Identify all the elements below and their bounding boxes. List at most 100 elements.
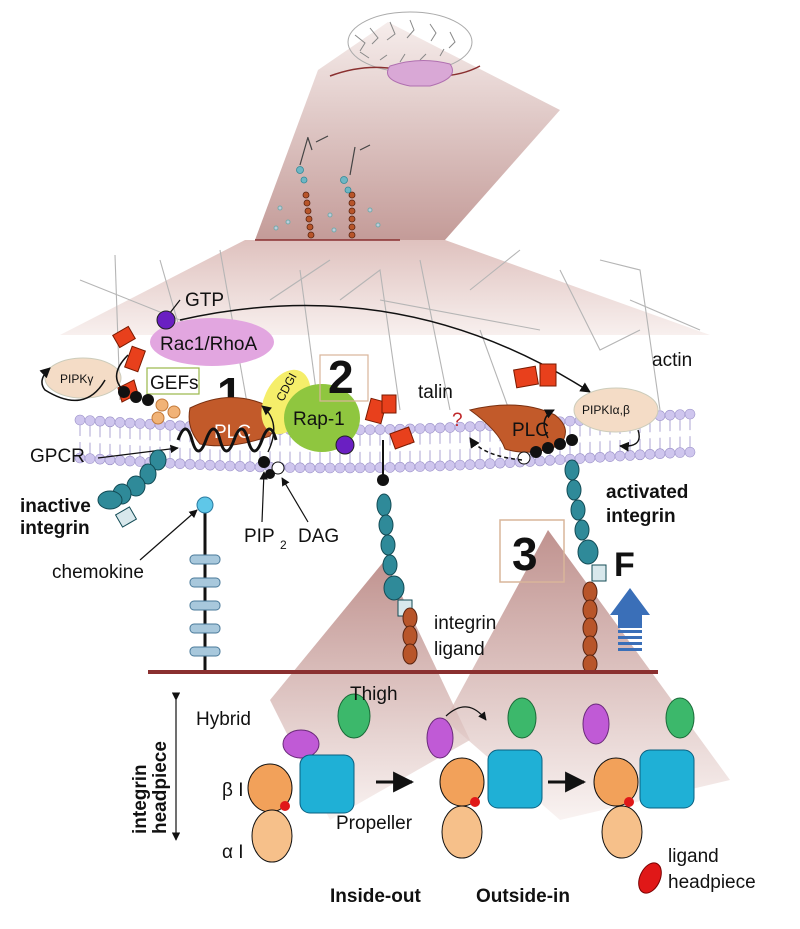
inside-out-label: Inside-out [330, 886, 421, 907]
lipid-head [584, 452, 596, 464]
rap-label: Rap-1 [293, 409, 345, 430]
pipk-curl-arrow-icon [619, 429, 640, 452]
activated-integrin [564, 459, 607, 674]
lipid-head [204, 459, 216, 471]
lipid-head [684, 408, 696, 420]
lipid-head [174, 458, 186, 470]
thigh-label: Thigh [350, 684, 398, 705]
lipid-head [664, 447, 676, 459]
lipid-head [294, 462, 306, 474]
step-3-box [499, 519, 565, 583]
lipid-head [234, 461, 246, 472]
lipid-head [654, 448, 666, 460]
talin-middle [364, 394, 415, 450]
lipid-head [364, 424, 376, 436]
gtp-label: GTP [185, 290, 224, 311]
lipid-head [474, 420, 486, 432]
lipid-head [334, 462, 346, 474]
lipid-head [594, 451, 606, 463]
lipid-head [444, 460, 456, 471]
integrin-ligand-label-2: ligand [434, 639, 485, 660]
integrin-ligand-label-1: integrin [434, 613, 496, 634]
lipid-head [304, 462, 316, 474]
lipid-head [114, 417, 126, 428]
lipid-head [554, 454, 566, 466]
lipid-head [84, 415, 96, 426]
lipid-head [164, 419, 176, 431]
gpcr-arrow-icon [97, 444, 179, 459]
lipid-head [484, 458, 496, 470]
alpha-i-label: α I [222, 842, 244, 863]
lipid-head [284, 462, 296, 473]
lipid-head [544, 455, 556, 466]
pip2-label: PIP [244, 526, 275, 547]
lipid-head [674, 409, 686, 420]
gpcr [176, 427, 278, 453]
headpiece-intermediate [426, 697, 543, 859]
curl-arrow-icon [543, 409, 555, 439]
question-mark: ? [452, 410, 463, 431]
lipid-head [354, 462, 366, 474]
pipk-gamma: PIPKγ [44, 357, 122, 399]
cell-mesh-icon [329, 11, 481, 87]
force-label: F [614, 546, 635, 584]
chemokine-arrow-icon [139, 509, 198, 561]
lipid-head [164, 457, 176, 469]
rac-rhoa: Rac1/RhoA [150, 318, 274, 366]
talin-label: talin [418, 382, 453, 403]
headpiece-open [582, 697, 695, 894]
lipid-head [324, 462, 336, 474]
beta-i-label: β I [222, 780, 244, 801]
dag-arrow-icon [281, 477, 309, 523]
lipid-head [464, 421, 476, 432]
inactive-label-2: integrin [20, 518, 90, 539]
headpiece-axis: integrin headpiece [130, 692, 181, 841]
lipid-head [374, 424, 386, 435]
plc-right-label: PLC [512, 420, 549, 441]
lipid-head [404, 461, 416, 473]
lipid-head [104, 416, 116, 428]
propeller-label: Propeller [336, 813, 413, 834]
pipk-gamma-label: PIPKγ [60, 372, 93, 386]
activated-label-2: integrin [606, 506, 676, 527]
lipid-head [454, 459, 466, 471]
lipid-head [464, 459, 476, 470]
pipk-ab-label: PIPKIα,β [582, 403, 630, 417]
rac-to-pipk-arrow-icon [179, 304, 591, 393]
dag-label: DAG [298, 526, 339, 547]
lipid-head [244, 461, 256, 472]
lipid-head [94, 453, 106, 465]
rac-rhoa-label: Rac1/RhoA [160, 334, 257, 355]
lipid-head [344, 462, 356, 474]
headpiece-closed [247, 693, 371, 863]
middle-integrin [376, 440, 418, 665]
plc-left: PLC [188, 397, 276, 447]
lipid-head [624, 450, 636, 461]
actin-label: actin [652, 350, 692, 371]
pipk-alpha-beta: PIPKIα,β [573, 387, 659, 433]
lipid-head [84, 453, 96, 464]
lipid-head [664, 409, 676, 421]
plc-left-label: PLC [214, 422, 251, 443]
lipid-head [684, 446, 696, 458]
pip2-arrow-icon [259, 471, 268, 523]
gefs-label: GEFs [150, 373, 199, 394]
lipid-head [114, 455, 126, 466]
outside-in-label: Outside-in [476, 886, 570, 907]
lipid-head [634, 449, 646, 461]
talin-right [513, 363, 557, 389]
mini-integrin-pair [255, 135, 400, 241]
gefs-box: GEFs [146, 367, 200, 395]
lipid-head [384, 462, 396, 473]
headpiece-axis-label-1: integrin [130, 764, 151, 834]
gef-particles [151, 398, 181, 425]
lipid-head [124, 455, 136, 467]
lipid-head [414, 461, 426, 472]
lipid-head [614, 450, 626, 462]
lipid-head [644, 448, 656, 460]
ligand-label-2: headpiece [668, 872, 756, 893]
pip2-subscript: 2 [280, 538, 287, 552]
inactive-label-1: inactive [20, 496, 91, 517]
lipid-head [494, 457, 506, 469]
